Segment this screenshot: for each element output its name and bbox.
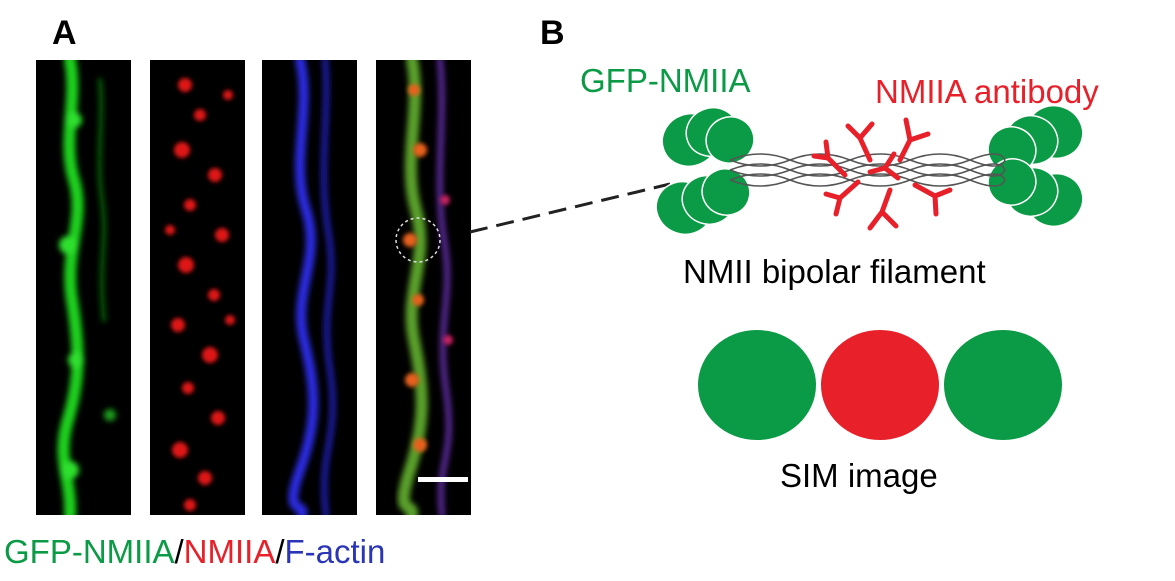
- filament-label: NMII bipolar filament: [683, 253, 986, 290]
- myosin-heads-left: [655, 107, 755, 235]
- myosin-heads-right: [987, 105, 1084, 227]
- caption-separator: /: [275, 533, 285, 570]
- caption-gfp-nmiia: GFP-NMIIA: [4, 533, 175, 570]
- sim-image-label: SIM image: [780, 457, 938, 494]
- filament-rods: [729, 153, 1006, 187]
- gfp-nmiia-label: GFP-NMIIA: [580, 62, 751, 99]
- microscopy-strip-nmiia: [150, 60, 245, 515]
- microscopy-strip-gfp: [36, 60, 131, 515]
- panel-a-caption: GFP-NMIIA/NMIIA/F-actin: [4, 533, 385, 570]
- sim-disc-green-left: [698, 330, 816, 440]
- nmiia-antibody-label: NMIIA antibody: [875, 73, 1099, 110]
- caption-f-actin: F-actin: [285, 533, 386, 570]
- panel-a-label: A: [52, 14, 77, 52]
- caption-separator: /: [175, 533, 185, 570]
- antibodies: [811, 117, 953, 231]
- microscopy-strip-factin: [262, 60, 357, 515]
- sim-disc-red-center: [821, 330, 939, 440]
- zoom-connector-line: [469, 182, 671, 234]
- microscopy-strip-merge: [376, 60, 471, 515]
- sim-disc-green-right: [944, 330, 1062, 440]
- caption-nmiia: NMIIA: [184, 533, 276, 570]
- roi-circle: [395, 217, 441, 263]
- nmii-bipolar-filament: [655, 105, 1084, 235]
- scale-bar: [418, 477, 468, 482]
- panel-b-label: B: [540, 14, 565, 52]
- sim-discs: [698, 330, 1062, 440]
